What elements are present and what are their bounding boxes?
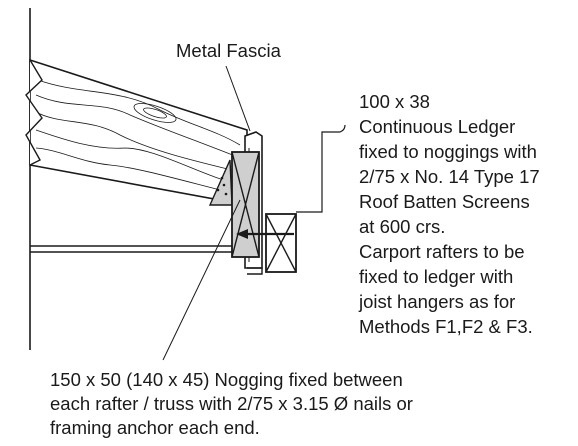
ledger-note-line: 2/75 x No. 14 Type 17 (359, 166, 540, 187)
ledger-block (265, 213, 297, 273)
ledger-note-line: Methods F1,F2 & F3. (359, 316, 533, 337)
ledger-note-line: fixed to ledger with (359, 266, 513, 287)
ledger-leader (296, 124, 346, 213)
fascia-leader (225, 65, 251, 132)
nogging-note-line: 150 x 50 (140 x 45) Nogging fixed betwee… (50, 369, 403, 390)
nogging-block (231, 151, 260, 258)
ledger-note-line: 100 x 38 (359, 91, 430, 112)
nogging-note: 150 x 50 (140 x 45) Nogging fixed betwee… (50, 369, 413, 438)
ledger-note: 100 x 38 Continuous Ledger fixed to nogg… (358, 91, 540, 337)
ledger-note-line: joist hangers as for (358, 291, 515, 312)
nogging-note-line: each rafter / truss with 2/75 x 3.15 Ø n… (50, 393, 413, 414)
rafter (29, 58, 248, 206)
nogging-note-line: framing anchor each end. (50, 417, 260, 438)
nogging-leader (162, 199, 241, 361)
break-line (25, 59, 43, 166)
ledger-note-line: at 600 crs. (359, 216, 445, 237)
ledger-note-line: Carport rafters to be (359, 241, 525, 262)
ledger-note-line: Roof Batten Screens (359, 191, 530, 212)
ledger-note-line: Continuous Ledger (359, 116, 515, 137)
fascia-label: Metal Fascia (176, 40, 282, 61)
ledger-note-line: fixed to noggings with (359, 141, 537, 162)
